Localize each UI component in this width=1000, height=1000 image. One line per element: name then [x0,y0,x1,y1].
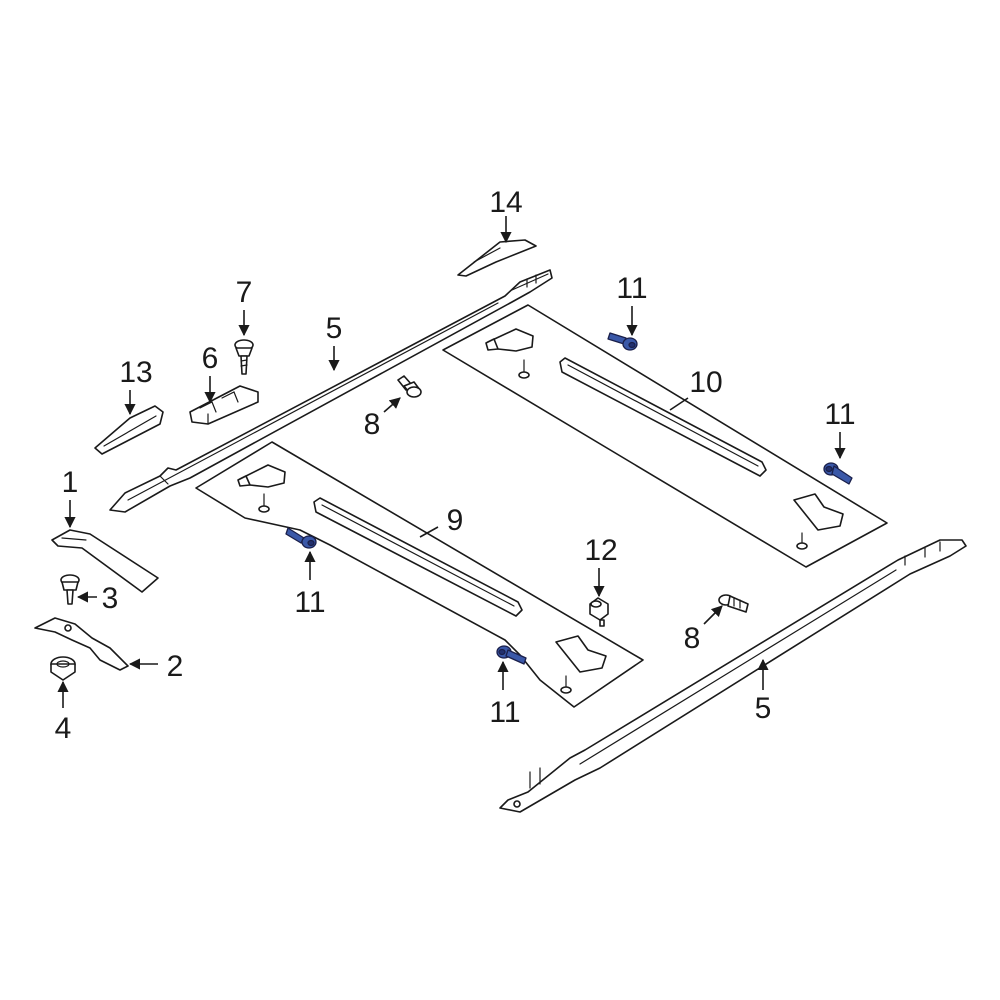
callout-8-lower: 8 [684,622,701,655]
seal-2 [34,617,129,671]
roof-panel-10 [442,304,888,568]
callout-6: 6 [202,342,219,375]
screw-3 [60,574,80,605]
callout-2: 2 [167,650,184,683]
nut-4 [50,656,76,681]
callout-3: 3 [102,582,119,615]
screw-7 [234,339,254,375]
callout-11-left: 11 [294,586,325,619]
roof-rail-upper [109,269,553,513]
callout-labels: 1 2 3 4 5 5 6 7 8 8 9 10 11 11 11 11 12 … [55,186,856,745]
fastener-8-lower [718,594,749,613]
molding-1 [51,529,159,593]
end-cap-14 [457,239,537,277]
fastener-8-upper [397,375,422,398]
roof-panel-9 [195,441,644,708]
clip-12 [589,597,609,627]
bolt-11-right [823,462,853,485]
callout-11-right: 11 [824,398,855,431]
callout-14: 14 [489,186,522,219]
callout-5-upper: 5 [326,312,343,345]
clip-6 [189,385,259,425]
callout-13: 13 [119,356,152,389]
callout-8-upper: 8 [364,408,381,441]
bolt-11-bottom [496,645,527,665]
end-cap-13 [94,405,164,455]
callout-10: 10 [689,366,722,399]
callout-11-top: 11 [616,272,647,305]
callout-1: 1 [62,466,79,499]
leader-lines [57,216,846,708]
callout-9: 9 [447,504,464,537]
bolt-11-left [285,527,317,549]
callout-12: 12 [584,534,617,567]
bolt-11-top [607,332,638,351]
callout-5-lower: 5 [755,692,772,725]
roof-rail-lower [499,539,967,813]
callout-11-bottom: 11 [489,696,520,729]
callout-7: 7 [236,276,253,309]
callout-4: 4 [55,712,72,745]
